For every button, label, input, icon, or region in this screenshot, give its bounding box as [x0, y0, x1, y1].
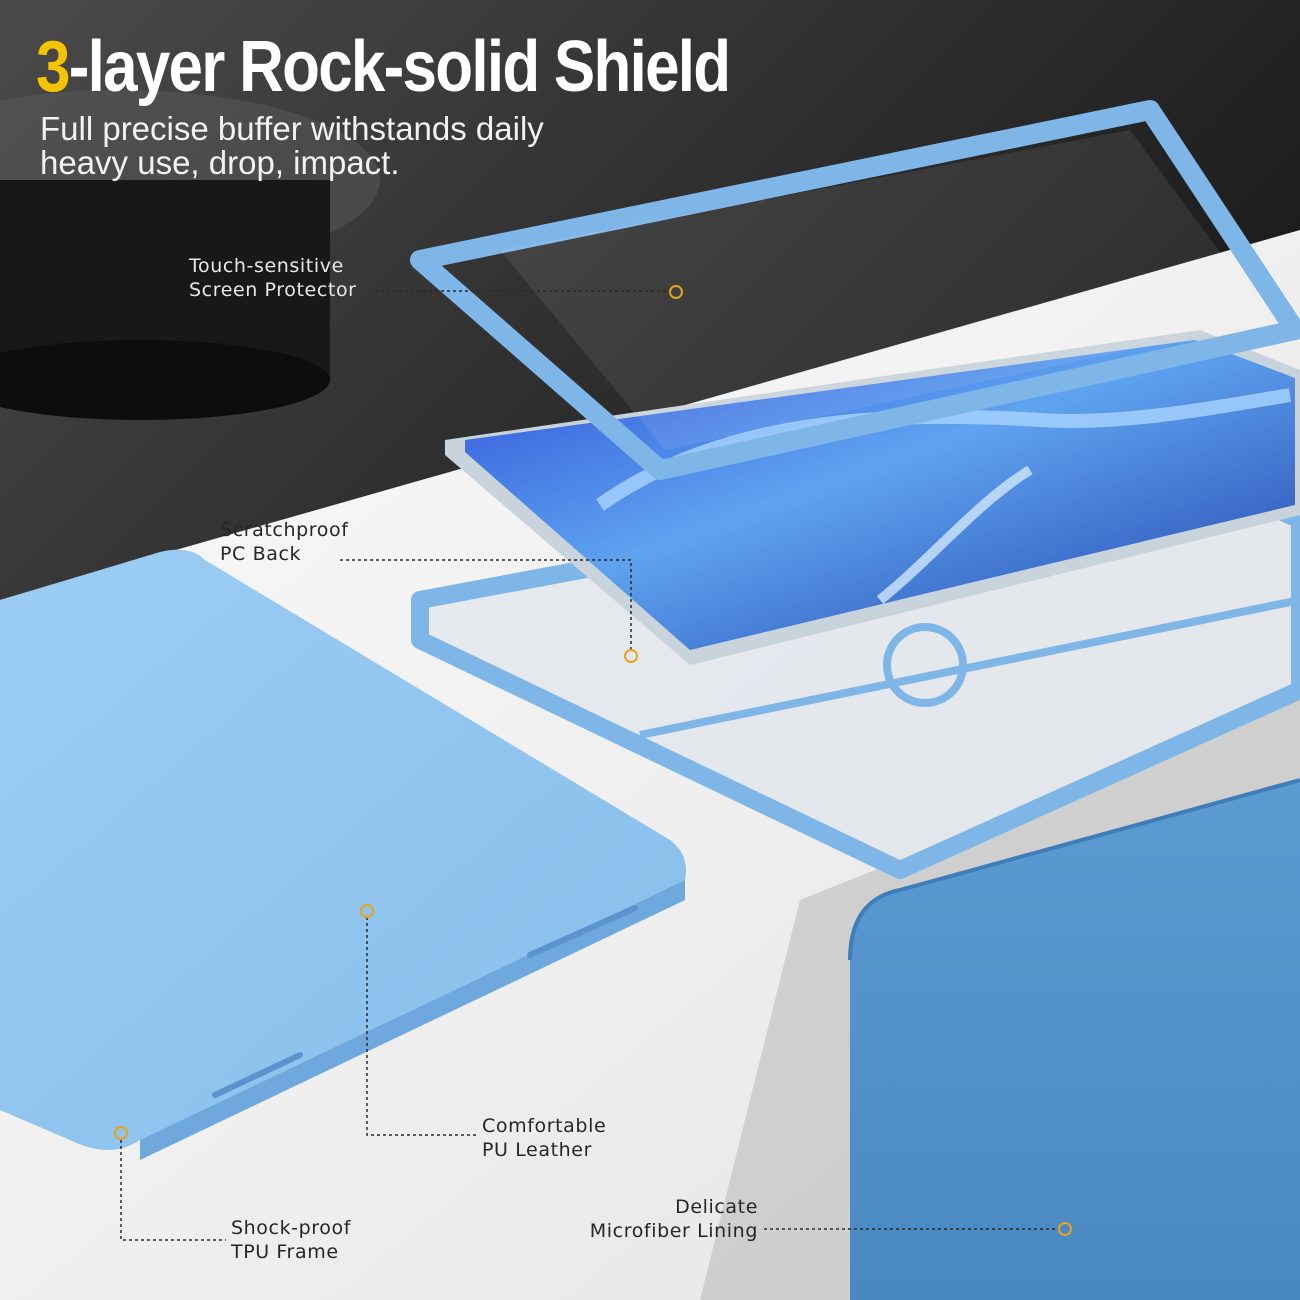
callout-microfiber-dot: [1058, 1222, 1072, 1236]
callout-tpu-frame: Shock-proof TPU Frame: [231, 1216, 351, 1264]
callout-microfiber-line1: Delicate: [675, 1196, 758, 1218]
callout-microfiber-line2: Microfiber Lining: [589, 1220, 758, 1242]
callout-pu-leather-line1: Comfortable: [482, 1115, 607, 1137]
headline: 3-layer Rock-solid Shield: [36, 26, 731, 108]
subheadline: Full precise buffer withstands daily hea…: [40, 110, 544, 181]
callout-pc-back-line2: PC Back: [220, 543, 302, 565]
callout-screen-protector-line1: Touch-sensitive: [189, 255, 344, 277]
callout-tpu-frame-dot: [114, 1126, 128, 1140]
callout-tpu-frame-line1: Shock-proof: [231, 1217, 352, 1239]
callout-screen-protector-line2: Screen Protector: [189, 279, 357, 301]
callout-pc-back-dot: [624, 649, 638, 663]
callout-pu-leather-line2: PU Leather: [482, 1139, 592, 1161]
callout-pc-back: Scratchproof PC Back: [220, 518, 349, 566]
callout-microfiber: Delicate Microfiber Lining: [560, 1195, 758, 1243]
callout-screen-protector-dot: [669, 285, 683, 299]
callout-pu-leather: Comfortable PU Leather: [482, 1114, 606, 1162]
headline-rest: -layer Rock-solid Shield: [68, 27, 731, 107]
callout-tpu-frame-line2: TPU Frame: [231, 1241, 339, 1263]
callout-screen-protector: Touch-sensitive Screen Protector: [189, 254, 357, 302]
callout-pu-leather-dot: [360, 904, 374, 918]
callout-pc-back-line1: Scratchproof: [220, 519, 349, 541]
headline-accent: 3: [36, 27, 70, 107]
